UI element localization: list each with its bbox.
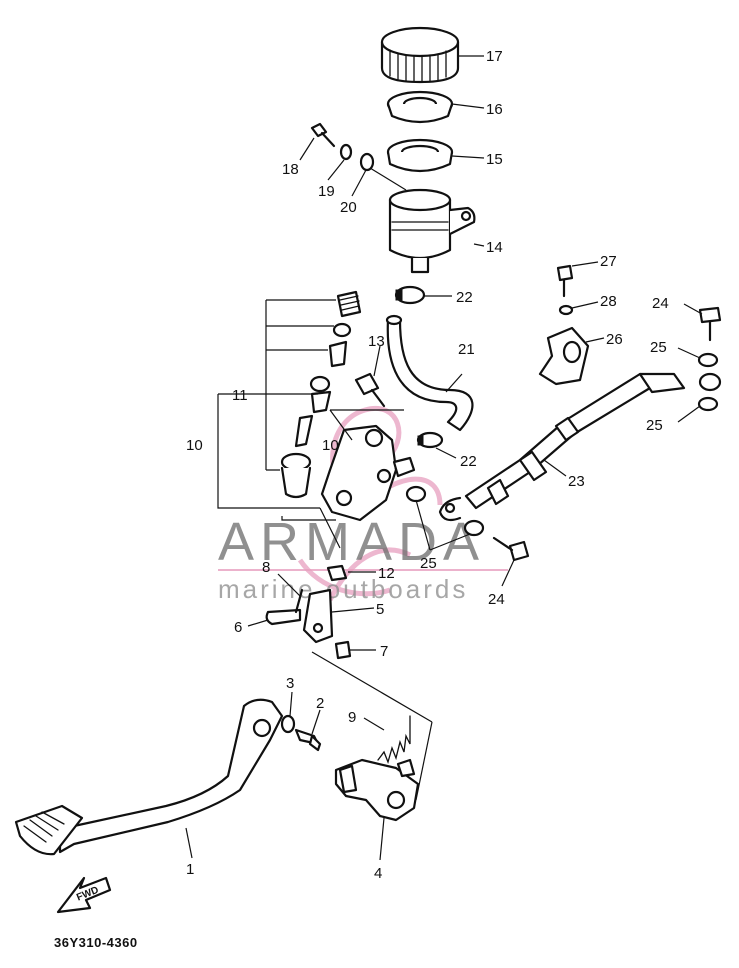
callout-20: 20 xyxy=(340,199,357,216)
callout-18: 18 xyxy=(282,161,299,178)
part-gasket-25-d xyxy=(463,519,485,537)
callout-27: 27 xyxy=(600,253,617,270)
drawing-code: 36Y310-4360 xyxy=(54,935,138,950)
callout-8: 8 xyxy=(262,559,270,576)
part-washer-20 xyxy=(359,152,375,172)
group-bracket-lines xyxy=(217,299,404,549)
part-cap-plate xyxy=(386,90,454,124)
callout-9: 9 xyxy=(348,709,356,726)
callout-16: 16 xyxy=(486,101,503,118)
callout-2: 2 xyxy=(316,695,324,712)
part-master-cylinder-body xyxy=(320,424,416,522)
part-bolt-27 xyxy=(556,264,574,298)
part-washer-19 xyxy=(339,143,353,161)
part-gasket-25-b xyxy=(697,396,719,412)
callout-22-lower: 22 xyxy=(460,453,477,470)
callout-19: 19 xyxy=(318,183,335,200)
callout-12: 12 xyxy=(378,565,395,582)
part-clevis-5 xyxy=(302,588,334,644)
callout-15: 15 xyxy=(486,151,503,168)
leader-lines xyxy=(185,55,703,861)
part-cotter-8 xyxy=(294,588,304,614)
forward-direction-arrow: FWD xyxy=(56,876,112,914)
callout-24-lower: 24 xyxy=(488,591,505,608)
part-clamp-lower xyxy=(416,431,444,449)
part-union-bolt-24-lower xyxy=(492,536,530,562)
callout-14: 14 xyxy=(486,239,503,256)
callout-23: 23 xyxy=(568,473,585,490)
callout-labels: 17 16 15 14 18 19 20 22 21 22 13 11 10 1… xyxy=(186,48,669,882)
watermark-brand: ARMADA xyxy=(218,512,485,572)
part-nut-7 xyxy=(334,640,352,660)
part-bleed-bolt-13 xyxy=(354,372,386,408)
callout-21: 21 xyxy=(458,341,475,358)
callout-24-upper: 24 xyxy=(652,295,669,312)
callout-17: 17 xyxy=(486,48,503,65)
callout-25-upper: 25 xyxy=(650,339,667,356)
part-return-spring-9 xyxy=(311,651,433,801)
part-washer-3 xyxy=(280,714,296,734)
part-diaphragm xyxy=(386,138,454,173)
callout-10-center: 10 xyxy=(322,437,339,454)
callout-25-right: 25 xyxy=(646,417,663,434)
callout-28: 28 xyxy=(600,293,617,310)
part-pin-6 xyxy=(265,608,302,626)
part-bolt-2 xyxy=(294,728,322,752)
part-washer-28 xyxy=(558,304,574,316)
part-nut-12 xyxy=(326,564,348,582)
callout-25-lower: 25 xyxy=(420,555,437,572)
part-reservoir-tank xyxy=(388,188,476,274)
callout-22-upper: 22 xyxy=(456,289,473,306)
part-clamp-upper xyxy=(394,285,426,305)
part-piston-kit xyxy=(280,290,362,499)
callout-10-left: 10 xyxy=(186,437,203,454)
part-reservoir-cap xyxy=(380,26,460,84)
part-gasket-25-a xyxy=(697,352,719,368)
part-screw-18 xyxy=(310,122,336,148)
callout-3: 3 xyxy=(286,675,294,692)
part-hose-bracket-26 xyxy=(538,326,590,386)
callout-1: 1 xyxy=(186,861,194,878)
callout-6: 6 xyxy=(234,619,242,636)
part-hose-21 xyxy=(385,314,474,432)
part-pivot-shaft-4 xyxy=(334,758,420,822)
watermark: ARMADA marine outboards xyxy=(218,405,508,604)
callout-7: 7 xyxy=(380,643,388,660)
callout-11: 11 xyxy=(232,387,248,404)
part-union-bolt-24-upper xyxy=(698,306,722,342)
part-gasket-25-c xyxy=(405,485,427,503)
callout-5: 5 xyxy=(376,601,384,618)
part-brake-hose-23 xyxy=(438,372,722,522)
callout-26: 26 xyxy=(606,331,623,348)
callout-13: 13 xyxy=(368,333,385,350)
callout-4: 4 xyxy=(374,865,382,882)
part-brake-pedal-1 xyxy=(14,698,284,856)
